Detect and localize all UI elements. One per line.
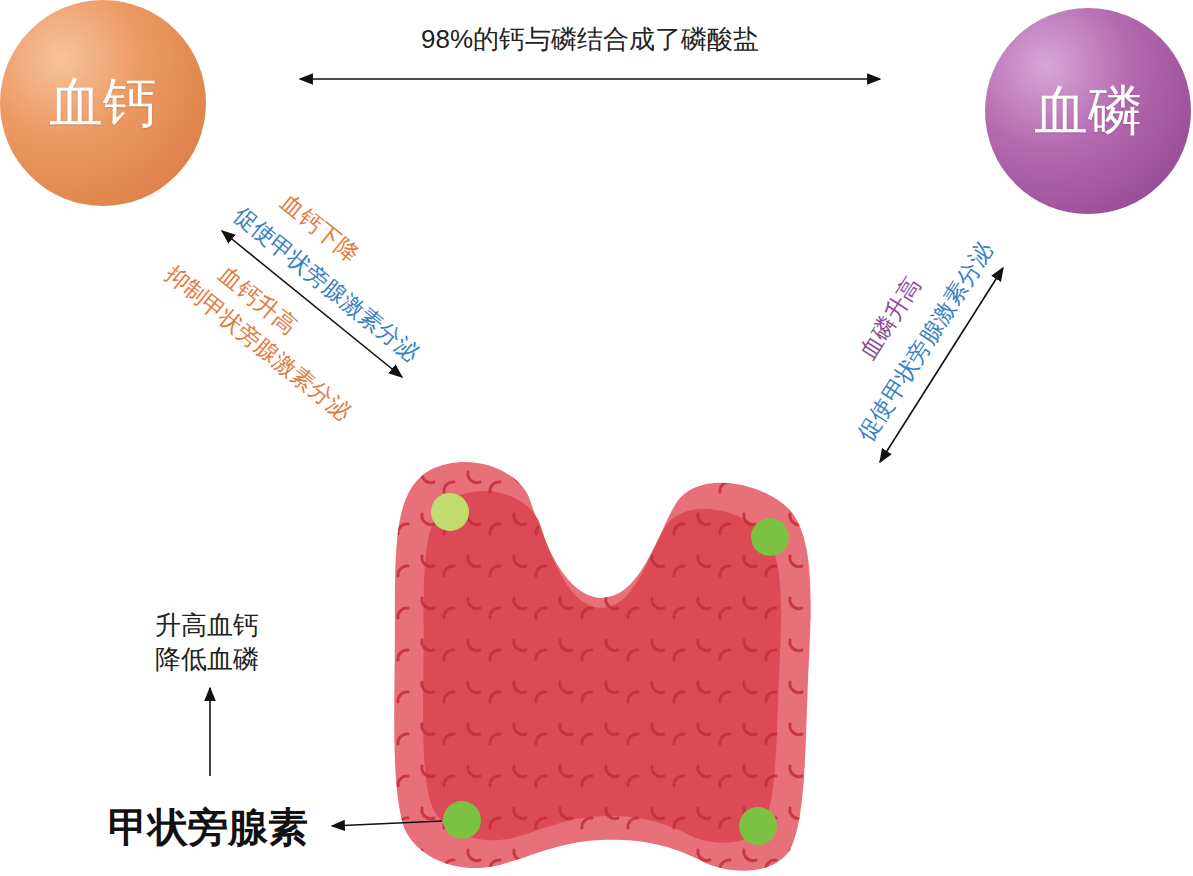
thyroid-texture — [394, 462, 810, 871]
circle-label: 血磷 — [1034, 75, 1142, 148]
parathyroid-dot — [443, 801, 481, 839]
circle-label: 血钙 — [49, 67, 157, 140]
effect-note: 升高血钙 降低血磷 — [150, 608, 264, 676]
value-circle: 血钙 — [0, 0, 206, 206]
connector-arrow — [300, 78, 880, 80]
edge-label: 98%的钙与磷结合成了磷酸盐 — [417, 22, 763, 57]
hormone-name: 甲状旁腺素 — [108, 804, 308, 850]
value-circle: 血磷 — [985, 8, 1191, 214]
effect-arrow — [209, 688, 211, 776]
parathyroid-dot — [739, 807, 777, 845]
leader-arrow — [332, 821, 442, 826]
thyroid-outline — [394, 462, 810, 871]
parathyroid-dot — [751, 518, 789, 556]
parathyroid-dot — [431, 493, 469, 531]
